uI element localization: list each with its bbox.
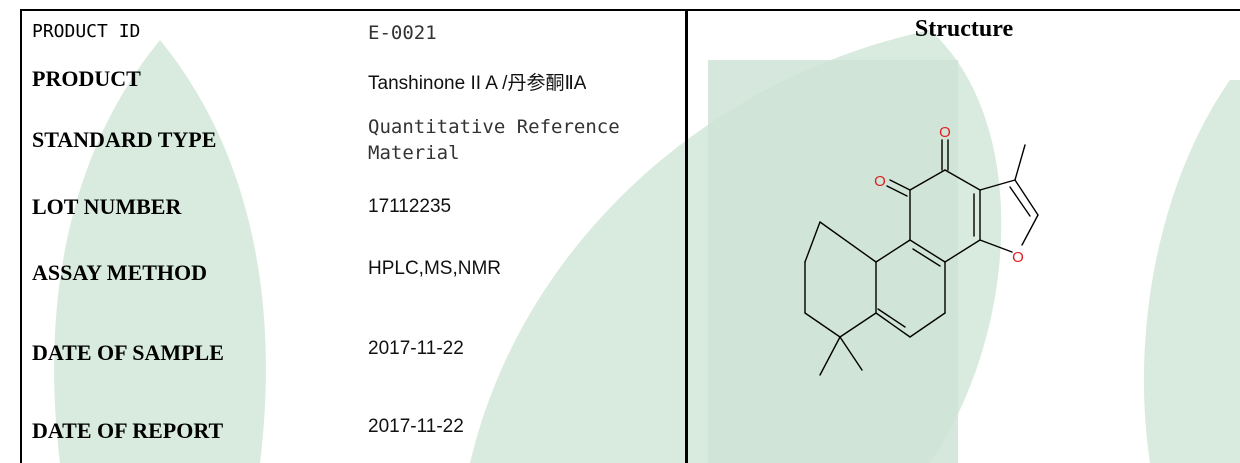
bond [909, 312, 946, 338]
watermark-leaf-left [54, 40, 266, 463]
assay-method-value: HPLC,MS,NMR [368, 258, 502, 279]
bond [944, 239, 981, 263]
bond [979, 239, 1013, 253]
bond [889, 179, 911, 191]
product-label: PRODUCT [32, 66, 141, 91]
oxygen-label: O [1012, 249, 1024, 266]
watermark-leaf-right [1143, 80, 1240, 463]
bond [909, 169, 946, 191]
bond [912, 248, 941, 267]
bond [819, 336, 841, 376]
product-value: Tanshinone II A /丹参酮ⅡA [368, 73, 587, 94]
bond [875, 312, 911, 338]
standard-type-value: Quantitative Reference Material [368, 116, 620, 164]
product-id-label: PRODUCT ID [32, 21, 141, 42]
bond [909, 239, 946, 263]
bond [819, 221, 877, 263]
date-of-sample-value: 2017-11-22 [368, 338, 464, 359]
lot-number-label: LOT NUMBER [32, 194, 182, 219]
table-column-divider [685, 9, 688, 463]
bond [1014, 144, 1026, 181]
bond [875, 239, 911, 263]
bond [944, 169, 981, 191]
date-of-sample-label: DATE OF SAMPLE [32, 340, 224, 365]
oxygen-label: O [874, 173, 886, 190]
bond [804, 312, 841, 338]
date-of-report-label: DATE OF REPORT [32, 418, 224, 443]
bond [886, 185, 908, 197]
bond [877, 308, 906, 328]
bond [979, 179, 1016, 191]
product-id-value: E-0021 [368, 22, 437, 44]
structure-title: Structure [914, 16, 1014, 42]
oxygen-label: O [939, 124, 951, 141]
bond [1009, 186, 1031, 217]
bond [1021, 214, 1039, 246]
date-of-report-value: 2017-11-22 [368, 416, 464, 437]
table-left-border [20, 9, 22, 463]
tanshinone-structure-diagram: O O O [804, 124, 1039, 376]
bond [1014, 179, 1039, 216]
standard-type-label: STANDARD TYPE [32, 127, 217, 152]
bond [804, 221, 821, 263]
structure-image-background [708, 60, 958, 463]
lot-number-value: 17112235 [368, 196, 452, 217]
table-top-border [20, 9, 1240, 11]
assay-method-label: ASSAY METHOD [32, 260, 208, 285]
bond [839, 336, 863, 371]
molecule-bonds [804, 139, 1039, 376]
bond [839, 312, 877, 338]
